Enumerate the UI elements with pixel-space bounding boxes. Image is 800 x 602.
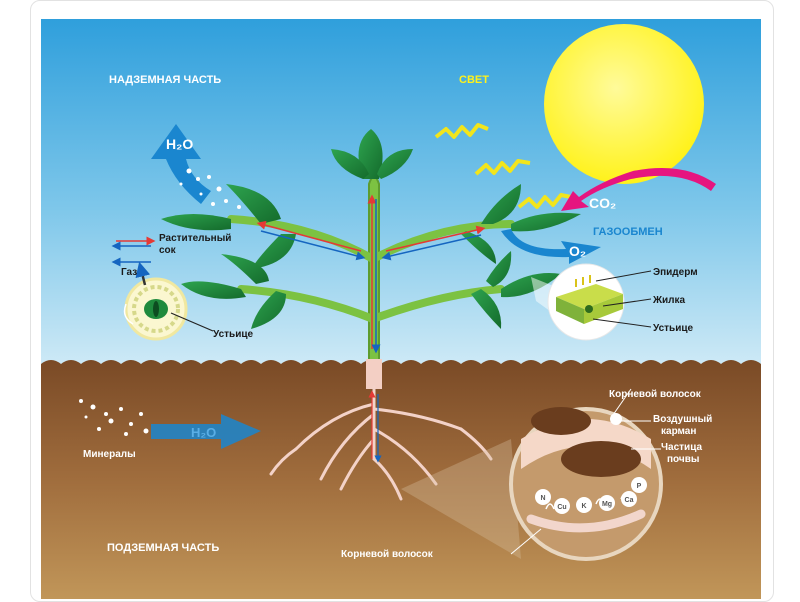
plant-diagram: H₂O CO₂ O₂ H₂O bbox=[41, 19, 761, 599]
root-hair-top-label: Корневой волосок bbox=[609, 389, 702, 400]
light-label: СВЕТ bbox=[459, 74, 489, 86]
plant-stem bbox=[368, 175, 380, 375]
branches bbox=[227, 215, 515, 323]
sun-icon bbox=[544, 24, 704, 184]
light-ray-icon bbox=[434, 123, 572, 209]
image-frame: H₂O CO₂ O₂ H₂O bbox=[30, 0, 774, 602]
above-ground-title: НАДЗЕМНАЯ ЧАСТЬ bbox=[109, 74, 221, 86]
soil-section-pointers bbox=[510, 388, 661, 555]
root-arrows bbox=[368, 390, 382, 463]
stomata-left-pointer bbox=[170, 312, 214, 332]
nutrient-badge bbox=[554, 498, 570, 514]
co2-arrow-icon bbox=[561, 167, 716, 211]
stem-base bbox=[366, 359, 382, 389]
nutrient-badge bbox=[576, 497, 592, 513]
stomata-right-label: Устьице bbox=[653, 323, 693, 334]
air-pocket-label-line1: Воздушный bbox=[653, 414, 712, 425]
nutrient-label: Mg bbox=[602, 501, 612, 508]
underground-water-arrow-icon bbox=[151, 414, 261, 449]
nutrient-badge bbox=[599, 495, 615, 511]
water-arrow-icon bbox=[151, 124, 211, 204]
nutrient-label: N bbox=[540, 495, 545, 502]
nutrient-label: K bbox=[581, 503, 586, 510]
soil-particle-label-line2: почвы bbox=[667, 454, 699, 465]
sap-label-line1: Растительный bbox=[159, 233, 231, 244]
mineral-dots bbox=[79, 399, 149, 436]
nutrient-badge bbox=[631, 477, 647, 493]
water-label: H₂O bbox=[166, 136, 193, 152]
nutrient-badges: N Cu K Mg CaP bbox=[535, 477, 647, 514]
soil-particle-label-line1: Частица bbox=[661, 442, 702, 453]
roots bbox=[269, 385, 493, 501]
nutrient-label: Cu bbox=[557, 504, 566, 511]
gas-exchange-label: ГАЗООБМЕН bbox=[593, 226, 663, 238]
nutrient-label: P bbox=[637, 483, 642, 490]
stomata-left-label: Устьице bbox=[213, 329, 253, 340]
nutrient-badge bbox=[535, 489, 551, 505]
epidermis-label: Эпидерм bbox=[653, 267, 698, 278]
minerals-label: Минералы bbox=[83, 449, 136, 460]
root-hair-bottom-label: Корневой волосок bbox=[341, 549, 434, 560]
o2-label: O₂ bbox=[569, 243, 586, 259]
underground-water-label: H₂O bbox=[191, 425, 216, 440]
vein-label: Жилка bbox=[652, 295, 686, 306]
water-droplets bbox=[179, 168, 241, 209]
air-pocket-label-line2: карман bbox=[661, 426, 696, 437]
sap-arrows bbox=[256, 194, 486, 354]
underground-title: ПОДЗЕМНАЯ ЧАСТЬ bbox=[107, 542, 219, 554]
co2-label: CO₂ bbox=[589, 195, 616, 211]
sap-label-line2: сок bbox=[159, 245, 177, 256]
stomata-icon bbox=[123, 261, 188, 341]
gas-label: Газ bbox=[121, 267, 137, 278]
o2-arrow-icon bbox=[501, 229, 601, 264]
leaf-section-pointers bbox=[592, 270, 652, 328]
nutrient-badge bbox=[621, 491, 637, 507]
leaves bbox=[161, 129, 581, 329]
nutrient-label: Ca bbox=[625, 497, 634, 504]
